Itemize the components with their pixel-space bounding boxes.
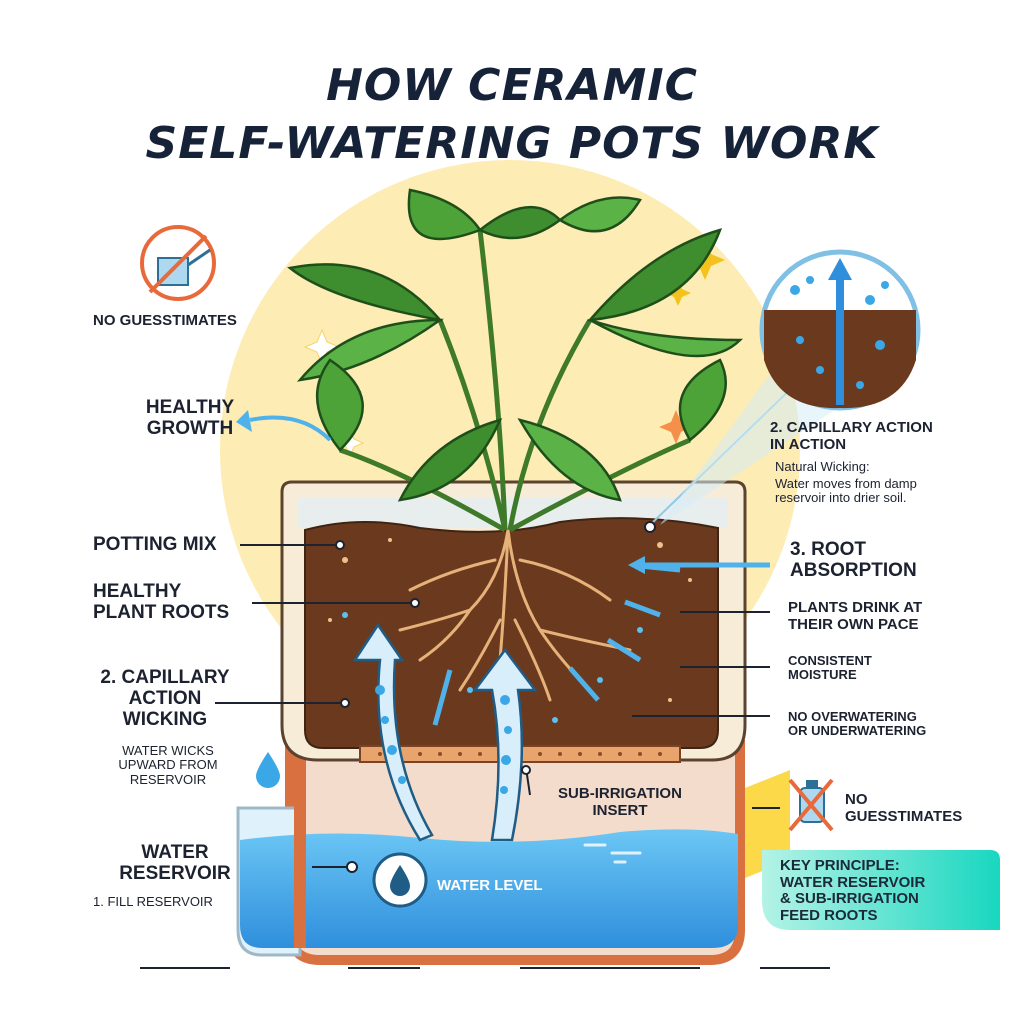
no-fertilizer-bottle-icon — [788, 778, 834, 832]
fill-reservoir-label: 1. FILL RESERVOIR — [93, 894, 213, 909]
no-guesstimates-right-label: NO GUESSTIMATES — [845, 791, 963, 825]
key-principle-label: KEY PRINCIPLE: WATER RESERVOIR & SUB-IRR… — [780, 857, 926, 924]
no-guesstimates-left-label: NO GUESSTIMATES — [93, 312, 237, 329]
page-title-line-2: SELF-WATERING POTS WORK — [145, 118, 879, 169]
water-level-label: WATER LEVEL — [437, 877, 543, 894]
no-overwatering-label: NO OVERWATERING OR UNDERWATERING — [788, 709, 927, 739]
no-watering-can-icon — [140, 225, 216, 301]
root-absorption-label: 3. ROOT ABSORPTION — [790, 539, 917, 581]
roots — [398, 528, 632, 702]
wicking-arrow-left — [352, 622, 434, 842]
potting-mix-label: POTTING MIX — [93, 534, 217, 555]
plants-drink-label: PLANTS DRINK AT THEIR OWN PACE — [788, 599, 923, 633]
plant — [287, 188, 744, 533]
leader-lines — [215, 544, 780, 868]
water-body — [240, 829, 738, 948]
healthy-plant-roots-label: HEALTHY PLANT ROOTS — [93, 581, 230, 623]
natural-wicking-label: Natural Wicking: — [775, 459, 870, 474]
capillary-action-right-label: 2. CAPILLARY ACTION IN ACTION — [770, 419, 933, 453]
wicking-arrow-center — [472, 647, 538, 842]
consistent-moisture-label: CONSISTENT MOISTURE — [788, 653, 872, 683]
water-wicks-upward-label: WATER WICKS UPWARD FROM RESERVOIR — [118, 743, 218, 787]
page-title-line-1: HOW CERAMIC — [326, 60, 698, 111]
water-reservoir-label: WATER RESERVOIR — [119, 842, 231, 884]
soil — [304, 517, 719, 749]
capillary-wicking-left-label: 2. CAPILLARY ACTION WICKING — [100, 667, 230, 730]
wicking-description: Water moves from damp reservoir into dri… — [775, 476, 917, 506]
water-drop-icon — [372, 852, 428, 908]
key-principle-box — [762, 850, 1000, 930]
healthy-growth-label: HEALTHY GROWTH — [145, 397, 235, 439]
water-drop-small — [256, 752, 280, 788]
sub-irrigation-insert-label: SUB-IRRIGATION INSERT — [558, 785, 682, 819]
